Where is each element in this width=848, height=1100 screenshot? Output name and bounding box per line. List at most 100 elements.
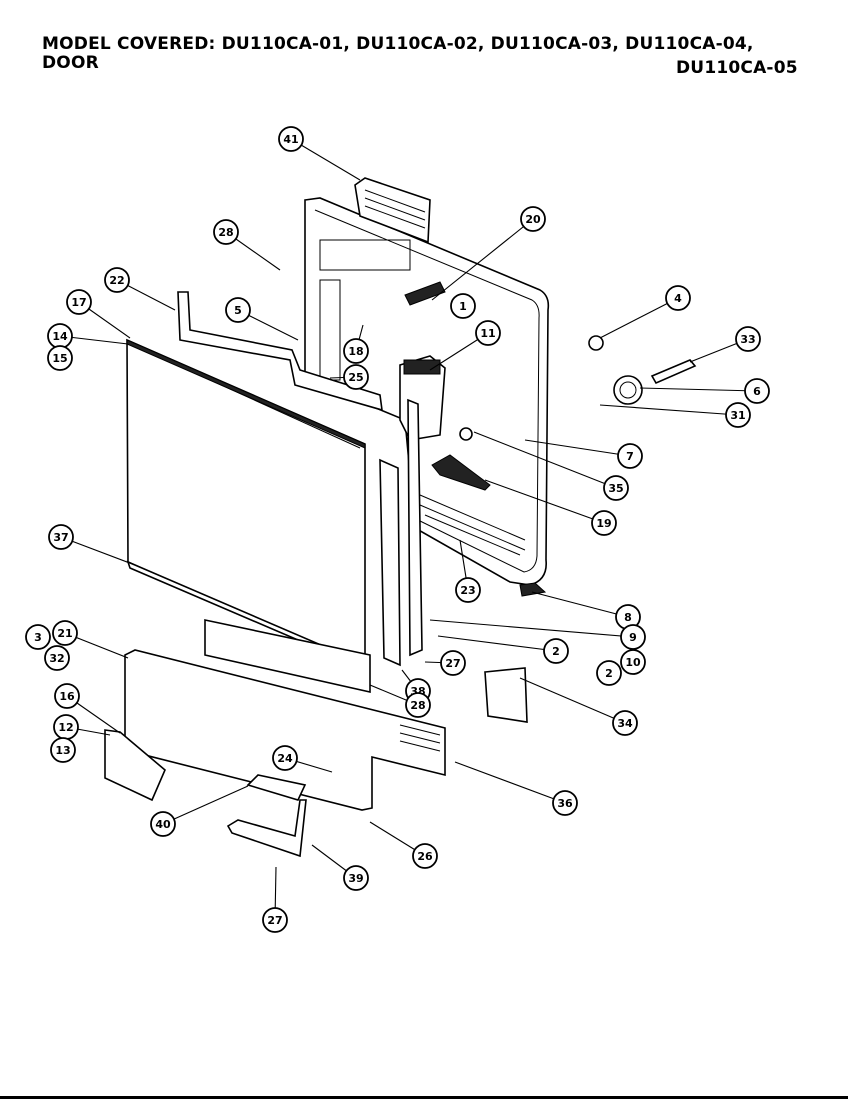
callout-label-13: 13 xyxy=(55,744,70,757)
callout-circle-16 xyxy=(54,683,80,709)
knob-bushing xyxy=(588,335,604,351)
callout-circle-6 xyxy=(744,378,770,404)
control-knob-center xyxy=(619,381,637,399)
toe-bracket-top xyxy=(246,774,307,801)
callout-label-18: 18 xyxy=(348,345,363,358)
callout-circle-37 xyxy=(48,524,74,550)
callout-label-20: 20 xyxy=(525,213,541,226)
callout-circle-41 xyxy=(278,126,304,152)
callout-label-8: 8 xyxy=(624,611,632,624)
callout-label-32: 32 xyxy=(49,652,64,665)
vent-grille xyxy=(354,177,431,244)
access-cover xyxy=(484,667,528,723)
callout-circle-40 xyxy=(150,811,176,837)
callout-circle-25 xyxy=(343,364,369,390)
callout-circle-9 xyxy=(620,624,646,650)
callout-circle-26 xyxy=(412,843,438,869)
callout-circle-24 xyxy=(272,745,298,771)
callout-label-33: 33 xyxy=(740,333,755,346)
callout-label-17: 17 xyxy=(71,296,86,309)
callout-circle-17 xyxy=(66,289,92,315)
callout-leader-20 xyxy=(431,218,534,301)
callout-label-27: 27 xyxy=(267,914,282,927)
inner-toe-panel xyxy=(204,619,371,693)
callout-circle-13 xyxy=(50,737,76,763)
callout-circle-34 xyxy=(612,710,638,736)
callout-circle-27 xyxy=(440,650,466,676)
callout-label-2: 2 xyxy=(605,667,613,680)
callout-circle-20 xyxy=(520,206,546,232)
door-panel-edge-strip xyxy=(126,339,366,449)
callout-label-28: 28 xyxy=(410,699,425,712)
callout-circle-39 xyxy=(343,865,369,891)
vertical-strip xyxy=(407,398,423,657)
side-rail xyxy=(379,458,401,667)
callout-circle-7 xyxy=(617,443,643,469)
callout-leader-7 xyxy=(524,439,631,457)
callout-label-19: 19 xyxy=(596,517,611,530)
callout-label-27: 27 xyxy=(445,657,460,670)
callout-circle-23 xyxy=(455,577,481,603)
callout-label-31: 31 xyxy=(730,409,745,422)
control-knob xyxy=(613,375,643,405)
timer-shaft xyxy=(650,359,697,385)
callout-label-22: 22 xyxy=(109,274,124,287)
callout-label-15: 15 xyxy=(52,352,67,365)
callout-leader-34 xyxy=(519,677,626,724)
callout-circle-32 xyxy=(44,645,70,671)
inner-door-frame-rim xyxy=(314,209,540,573)
callout-circle-2 xyxy=(543,638,569,664)
callout-leader-41 xyxy=(290,138,361,181)
callout-label-9: 9 xyxy=(629,631,637,644)
callout-label-12: 12 xyxy=(58,721,73,734)
callout-label-21: 21 xyxy=(57,627,72,640)
model-continuation: DU110CA-05 xyxy=(676,58,798,78)
lower-panel-vents xyxy=(399,724,441,752)
actuator-lever xyxy=(431,454,491,491)
header: MODEL COVERED: DU110CA-01, DU110CA-02, D… xyxy=(0,0,848,90)
callout-label-34: 34 xyxy=(617,717,633,730)
callout-leader-2 xyxy=(437,635,557,652)
callout-circle-28 xyxy=(213,219,239,245)
door-seal xyxy=(519,582,547,597)
callout-label-26: 26 xyxy=(417,850,433,863)
bottom-rule xyxy=(0,1096,848,1099)
callout-label-1: 1 xyxy=(459,300,467,313)
callout-label-14: 14 xyxy=(52,330,68,343)
callout-label-4: 4 xyxy=(674,292,682,305)
callout-leader-36 xyxy=(454,761,566,804)
callout-circle-1 xyxy=(450,293,476,319)
lower-access-panel xyxy=(124,649,446,811)
frame-top-recess xyxy=(319,239,411,271)
callout-circle-3 xyxy=(25,624,51,650)
callout-leader-6 xyxy=(639,387,758,392)
callout-leader-40 xyxy=(162,785,249,825)
callout-circle-22 xyxy=(104,267,130,293)
callout-leader-8 xyxy=(531,591,629,618)
parts-drawing xyxy=(104,177,697,858)
latch-assembly xyxy=(404,281,446,306)
callout-circle-5 xyxy=(225,297,251,323)
callout-circle-11 xyxy=(475,320,501,346)
mounting-bracket xyxy=(177,291,383,412)
toe-bracket-bottom xyxy=(226,799,307,858)
callout-label-23: 23 xyxy=(460,584,475,597)
callout-label-10: 10 xyxy=(625,656,641,669)
section-subtitle: DOOR xyxy=(42,53,99,73)
cam xyxy=(459,427,473,441)
callout-circle-36 xyxy=(552,790,578,816)
callout-leader-9 xyxy=(429,619,634,638)
callout-label-41: 41 xyxy=(283,133,298,146)
callout-label-39: 39 xyxy=(348,872,363,885)
vent-grille-slats xyxy=(364,189,426,229)
callout-circle-31 xyxy=(725,402,751,428)
callout-label-2: 2 xyxy=(552,645,560,658)
callout-circle-27 xyxy=(262,907,288,933)
callout-circle-2 xyxy=(596,660,622,686)
callout-circle-18 xyxy=(343,338,369,364)
callout-label-28: 28 xyxy=(218,226,233,239)
callout-label-40: 40 xyxy=(155,818,171,831)
callout-label-5: 5 xyxy=(234,304,242,317)
